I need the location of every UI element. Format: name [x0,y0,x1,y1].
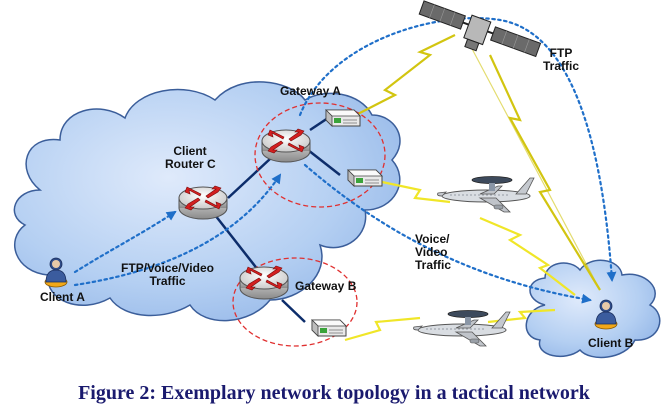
ftp-traffic-label: FTP Traffic [536,47,586,73]
client-b-label: Client B [588,336,634,350]
client-b-cloud [525,259,661,359]
client-router-c-icon [178,185,228,220]
ftp-voice-video-label-line1: FTP/Voice/Video [121,261,214,275]
gateway-a-outline [254,102,386,208]
ftp-voice-video-traffic-label: FTP/Voice/Video Traffic [110,262,225,288]
gateway-a-label: Gateway A [280,84,341,98]
traffic-flows [73,17,617,304]
client-a-label: Client A [40,290,85,304]
gateway-a-satcom-modem-icon [325,109,361,127]
gateway-a-router-icon [261,128,311,163]
gateway-b-router-icon [239,265,289,300]
voice-video-traffic-label: Voice/ Video Traffic [415,233,451,272]
figure-caption: Figure 2: Exemplary network topology in … [78,382,590,404]
aircraft-icon-upper [437,176,535,213]
voice-video-label-line1: Voice/ [415,232,450,246]
radio-links [344,34,601,342]
voice-video-label-line3: Traffic [415,258,452,272]
gateway-b-outline [232,257,358,347]
client-router-c-label-line1: Client [173,144,207,158]
client-router-c-label: Client Router C [165,144,216,171]
ftp-traffic-label-line2: Traffic [542,59,579,73]
ftp-voice-video-label-line2: Traffic [149,274,186,288]
satellite-icon [418,0,542,58]
gateway-b-label: Gateway B [295,279,357,293]
gateway-a-airlink-modem-icon [347,169,383,187]
voice-video-label-line2: Video [415,245,448,259]
aircraft-icon-lower [413,310,511,347]
ftp-traffic-label-line1: FTP [549,46,573,60]
client-router-c-label-line2: Router C [165,157,216,171]
gateway-b-modem-icon [311,319,347,337]
